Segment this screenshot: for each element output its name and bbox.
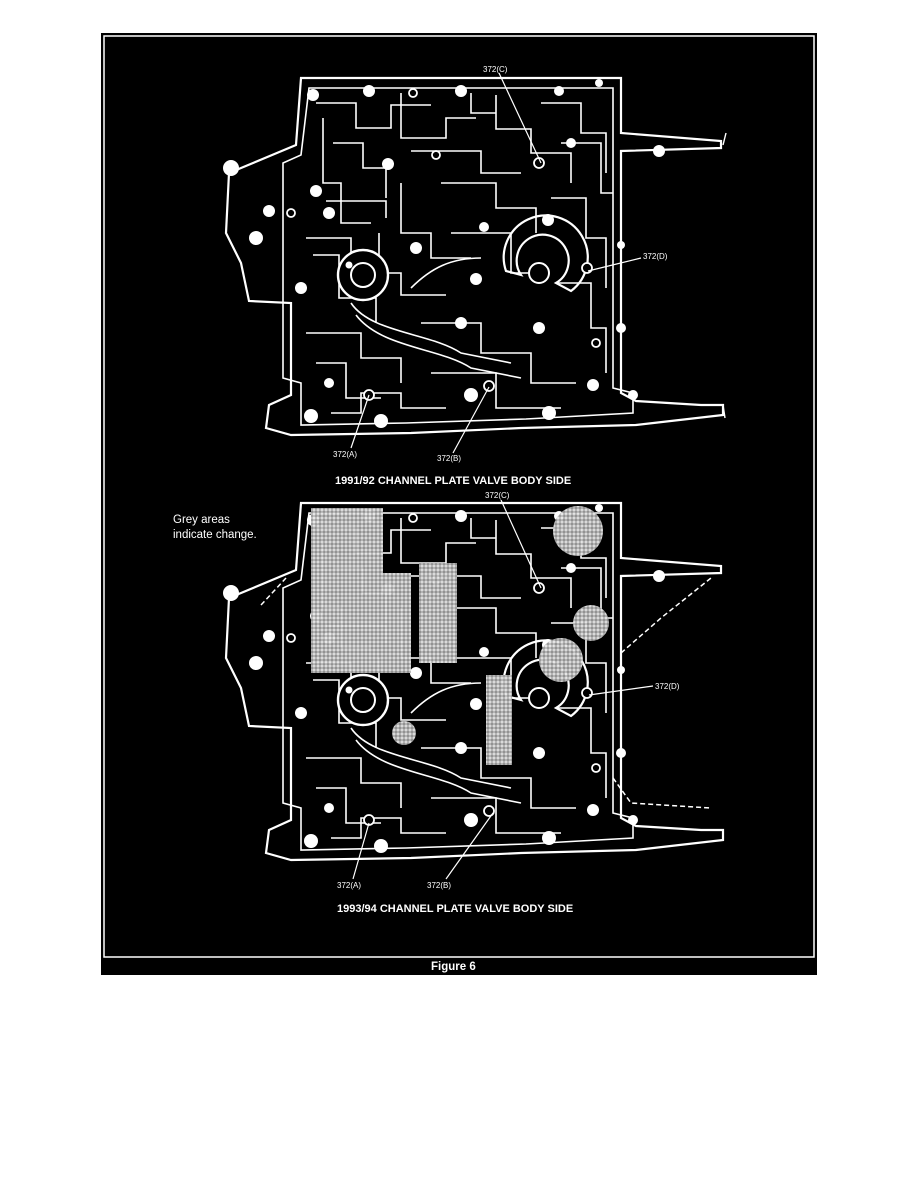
label-372d: 372(D) — [655, 682, 680, 691]
figure-frame — [103, 35, 815, 958]
label-372a: 372(A) — [333, 450, 357, 459]
label-372c: 372(C) — [483, 65, 508, 74]
label-372c: 372(C) — [485, 491, 510, 500]
note-line-2: indicate change. — [173, 529, 257, 541]
label-372a: 372(A) — [337, 881, 361, 890]
diagram-title-1991-92: 1991/92 CHANNEL PLATE VALVE BODY SIDE — [335, 475, 571, 487]
note-line-1: Grey areas — [173, 514, 230, 526]
valve-body-diagram-1993-94: 372(C) 372(D) 372(A) 372(B) 1993/94 CHAN… — [221, 491, 725, 915]
changed-areas — [311, 506, 609, 765]
diagram-title-1993-94: 1993/94 CHANNEL PLATE VALVE BODY SIDE — [337, 903, 573, 915]
label-372d: 372(D) — [643, 252, 668, 261]
valve-body-diagram-1991-92: 372(C) 372(D) 372(A) 372(B) 1991/92 CHAN… — [221, 65, 727, 487]
figure-panel: 372(C) 372(D) 372(A) 372(B) 1991/92 CHAN… — [101, 33, 817, 975]
label-372b: 372(B) — [437, 454, 461, 463]
figure-caption: Figure 6 — [431, 961, 476, 973]
label-372b: 372(B) — [427, 881, 451, 890]
